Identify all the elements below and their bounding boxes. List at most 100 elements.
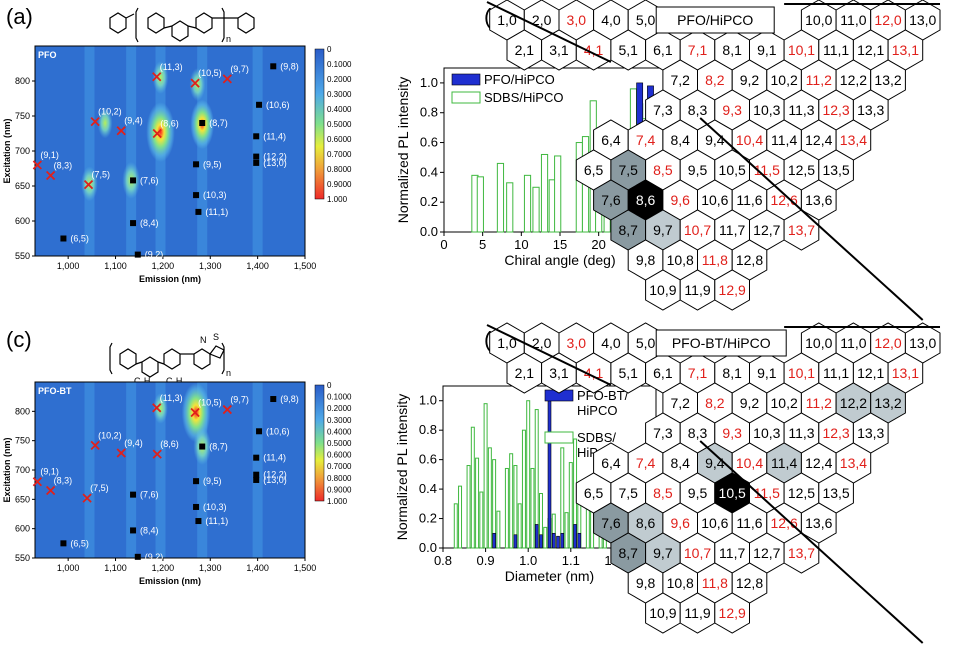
- hex-label: 11,4: [771, 132, 797, 148]
- hex-label: 7,5: [619, 162, 639, 178]
- colorbar-tick: 0: [327, 381, 332, 390]
- bar-sdbs: [526, 400, 531, 549]
- hex-label: 10,3: [753, 102, 780, 118]
- hex-label: 13,3: [857, 425, 884, 441]
- hex-label: 11,4: [771, 455, 797, 471]
- hex-label: 11,2: [806, 395, 832, 411]
- colorbar: [314, 48, 325, 200]
- hex-label: 11,8: [702, 252, 728, 268]
- hexmap-title: PFO-BT/HiPCO: [672, 335, 771, 351]
- assignment-marker-black: [253, 471, 260, 478]
- bar-sdbs: [496, 162, 505, 233]
- x-tick-label: 1,100: [104, 261, 127, 271]
- hex-label: 12,3: [822, 102, 849, 118]
- hex-label: 12,0: [874, 12, 901, 28]
- assignment-label: (12,2): [263, 152, 287, 162]
- assignment-label: (9,8): [280, 61, 299, 71]
- bar-sdbs: [483, 403, 488, 549]
- hex-label: 3,0: [567, 335, 587, 351]
- hex-label: 13,4: [840, 455, 867, 471]
- hex-label: 7,2: [670, 395, 690, 411]
- bar-pfo: [551, 532, 556, 549]
- assignment-label: (10,3): [203, 190, 227, 200]
- pfo-structure: [109, 7, 255, 43]
- pfobt-n-subscript: n: [226, 368, 231, 378]
- colorbar-tick: 0.2000: [327, 404, 352, 413]
- legend-swatch-sdbs: [451, 91, 481, 104]
- hex-label: 12,8: [736, 252, 763, 268]
- bar-sdbs: [532, 186, 540, 233]
- assignment-label: (10,6): [266, 426, 290, 436]
- hex-label: 12,2: [840, 395, 867, 411]
- hex-label: 5,0: [636, 12, 656, 28]
- assignment-label: (10,3): [203, 502, 227, 512]
- bar-sdbs: [575, 142, 583, 233]
- hex-label: 7,2: [670, 72, 690, 88]
- armchair-line: [486, 324, 612, 386]
- assignment-marker-red: [82, 493, 92, 503]
- bar-sdbs: [470, 426, 475, 549]
- hex-label: 8,1: [722, 365, 742, 381]
- assignment-marker-red: [83, 179, 94, 190]
- x-tick-label: 1,200: [152, 261, 175, 271]
- bar-sdbs: [509, 453, 514, 549]
- emission-streak: [155, 382, 166, 558]
- assignment-label: (9,1): [40, 150, 59, 160]
- x-tick-label: 1,500: [294, 563, 317, 573]
- x-axis-label: Emission (nm): [139, 576, 201, 586]
- assignment-marker-black: [193, 161, 200, 168]
- hex-label: 11,7: [719, 545, 745, 561]
- hex-label: 7,4: [636, 455, 656, 471]
- bar-sdbs: [540, 153, 549, 233]
- hex-label: 9,1: [757, 42, 777, 58]
- hex-label: 8,4: [670, 132, 690, 148]
- hex-label: 12,6: [771, 192, 798, 208]
- assignment-label: (10,5): [198, 68, 222, 78]
- pfobt-nitrogen: N: [200, 335, 207, 345]
- assignment-marker-red: [152, 403, 162, 413]
- y-tick-label: 0.8: [420, 105, 438, 120]
- legend-label: PFO-BT/: [577, 388, 629, 403]
- x-axis-label: Chiral angle (deg): [504, 252, 615, 268]
- hex-label: 10,5: [719, 162, 746, 178]
- hex-label: 11,9: [684, 282, 710, 298]
- assignment-marker-black: [60, 235, 67, 242]
- y-tick-label: 800: [15, 406, 30, 416]
- assignment-label: (7,6): [140, 490, 159, 500]
- intensity-peak: [153, 392, 168, 424]
- heatmap-inset-label: PFO-BT: [38, 386, 72, 396]
- hex-label: 13,0: [909, 12, 936, 28]
- hex-label: 8,1: [722, 42, 742, 58]
- bar-sdbs: [523, 174, 532, 233]
- hex-label: 8,6: [636, 515, 656, 531]
- hex-label: 12,0: [874, 335, 901, 351]
- hex-label: 7,4: [636, 132, 656, 148]
- hex-label: 13,1: [892, 365, 919, 381]
- hex-label: 10,2: [771, 395, 798, 411]
- assignment-marker-black: [195, 518, 202, 525]
- hexmap-title-box: [655, 6, 775, 34]
- assignment-marker-red: [45, 170, 56, 181]
- hex-label: 6,5: [584, 162, 604, 178]
- x-axis-label: Emission (nm): [139, 274, 201, 284]
- assignment-label: (9,5): [203, 476, 222, 486]
- assignment-label: (8,6): [160, 439, 179, 449]
- hex-label: 8,3: [688, 102, 708, 118]
- hex-label: 11,5: [754, 162, 780, 178]
- emission-streak: [126, 382, 137, 558]
- hex-label: 6,1: [653, 365, 673, 381]
- x-tick-label: 1,300: [199, 563, 222, 573]
- assignment-marker-red: [222, 404, 232, 415]
- y-tick-label: 0.2: [419, 511, 437, 526]
- hex-label: 5,1: [619, 42, 639, 58]
- x-tick-label: 5: [479, 237, 486, 252]
- hex-label: 9,4: [705, 455, 725, 471]
- x-tick-label: 0: [440, 237, 447, 252]
- legend-label: PFO/HiPCO: [484, 72, 555, 87]
- emission-streak: [252, 46, 263, 256]
- hex-label: 9,7: [653, 545, 673, 561]
- assignment-marker-black: [256, 101, 263, 108]
- colorbar-tick: 0.1000: [327, 393, 352, 402]
- y-tick-label: 0.0: [420, 224, 438, 239]
